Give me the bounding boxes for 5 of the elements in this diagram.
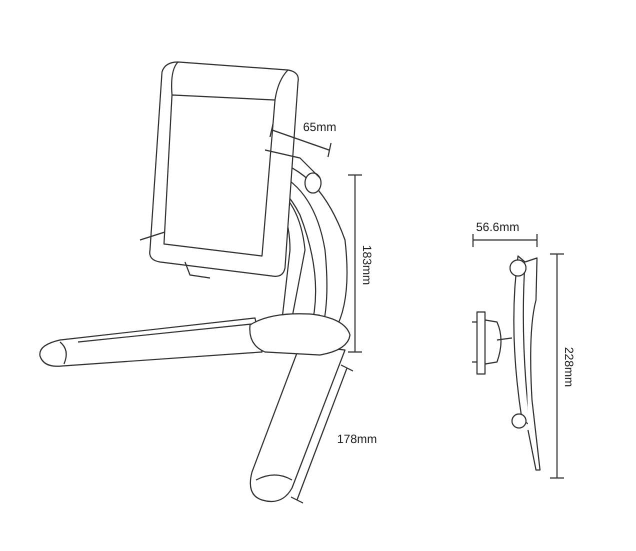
dimension-label: 183mm xyxy=(360,245,374,285)
dimension-label: 228mm xyxy=(562,347,576,387)
dimension-label: 178mm xyxy=(337,432,378,446)
dimension-label: 56.6mm xyxy=(476,220,520,234)
dimension-label: 65mm xyxy=(303,120,336,134)
